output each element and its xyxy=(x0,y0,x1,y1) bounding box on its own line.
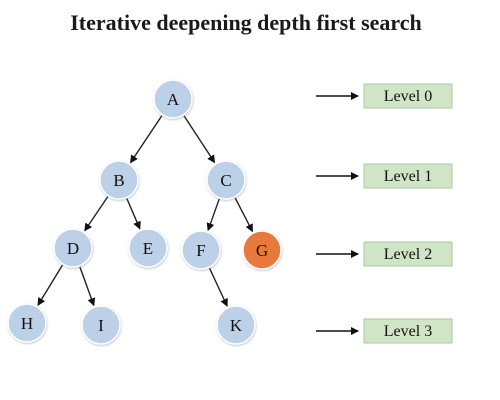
node-label: B xyxy=(113,171,124,190)
node-f: F xyxy=(181,230,221,270)
node-b: B xyxy=(99,160,139,200)
node-h: H xyxy=(7,303,47,343)
node-label: E xyxy=(143,239,153,258)
edge-d-h xyxy=(37,264,64,306)
level-box xyxy=(363,318,453,344)
edge-b-e xyxy=(126,198,141,230)
node-label: G xyxy=(256,241,268,260)
node-label: H xyxy=(21,314,33,333)
level-box xyxy=(363,163,453,189)
node-label: I xyxy=(98,316,104,335)
edge-d-i xyxy=(79,266,96,307)
level-box xyxy=(363,241,453,267)
node-circle xyxy=(216,305,256,345)
node-label: F xyxy=(196,241,205,260)
node-circle xyxy=(53,228,93,268)
edge-c-f xyxy=(206,198,220,232)
node-circle xyxy=(128,228,168,268)
node-circle xyxy=(81,305,121,345)
node-k: K xyxy=(216,305,256,345)
level-indicator-2: Level 2 xyxy=(316,241,453,267)
node-circle xyxy=(206,160,246,200)
edge-b-d xyxy=(84,196,109,232)
level-label: Level 1 xyxy=(384,168,432,185)
node-a: A xyxy=(153,79,193,119)
node-e: E xyxy=(128,228,168,268)
node-circle xyxy=(153,79,193,119)
diagram-title: Iterative deepening depth first search xyxy=(70,10,422,35)
level-indicator-0: Level 0 xyxy=(316,83,453,109)
node-label: C xyxy=(220,171,231,190)
node-label: D xyxy=(67,239,79,258)
edge-a-b xyxy=(130,115,163,164)
node-circle xyxy=(99,160,139,200)
level-box xyxy=(363,83,453,109)
node-circle xyxy=(7,303,47,343)
node-circle xyxy=(242,230,282,270)
edge-c-g xyxy=(234,197,254,233)
level-label: Level 3 xyxy=(384,323,432,340)
level-indicator-1: Level 1 xyxy=(316,163,453,189)
node-g: G xyxy=(242,230,282,270)
node-c: C xyxy=(206,160,246,200)
level-indicators: Level 0 Level 1 Level 2 Level 3 xyxy=(316,83,453,344)
node-label: A xyxy=(167,90,180,109)
level-label: Level 0 xyxy=(384,88,432,105)
level-indicator-3: Level 3 xyxy=(316,318,453,344)
tree-edges xyxy=(37,115,254,307)
node-d: D xyxy=(53,228,93,268)
edge-a-c xyxy=(183,115,216,164)
node-i: I xyxy=(81,305,121,345)
node-circle xyxy=(181,230,221,270)
edge-f-k xyxy=(208,267,228,307)
node-label: K xyxy=(230,316,243,335)
tree-nodes: A B C D E F G H I K xyxy=(7,79,282,345)
level-label: Level 2 xyxy=(384,246,432,263)
